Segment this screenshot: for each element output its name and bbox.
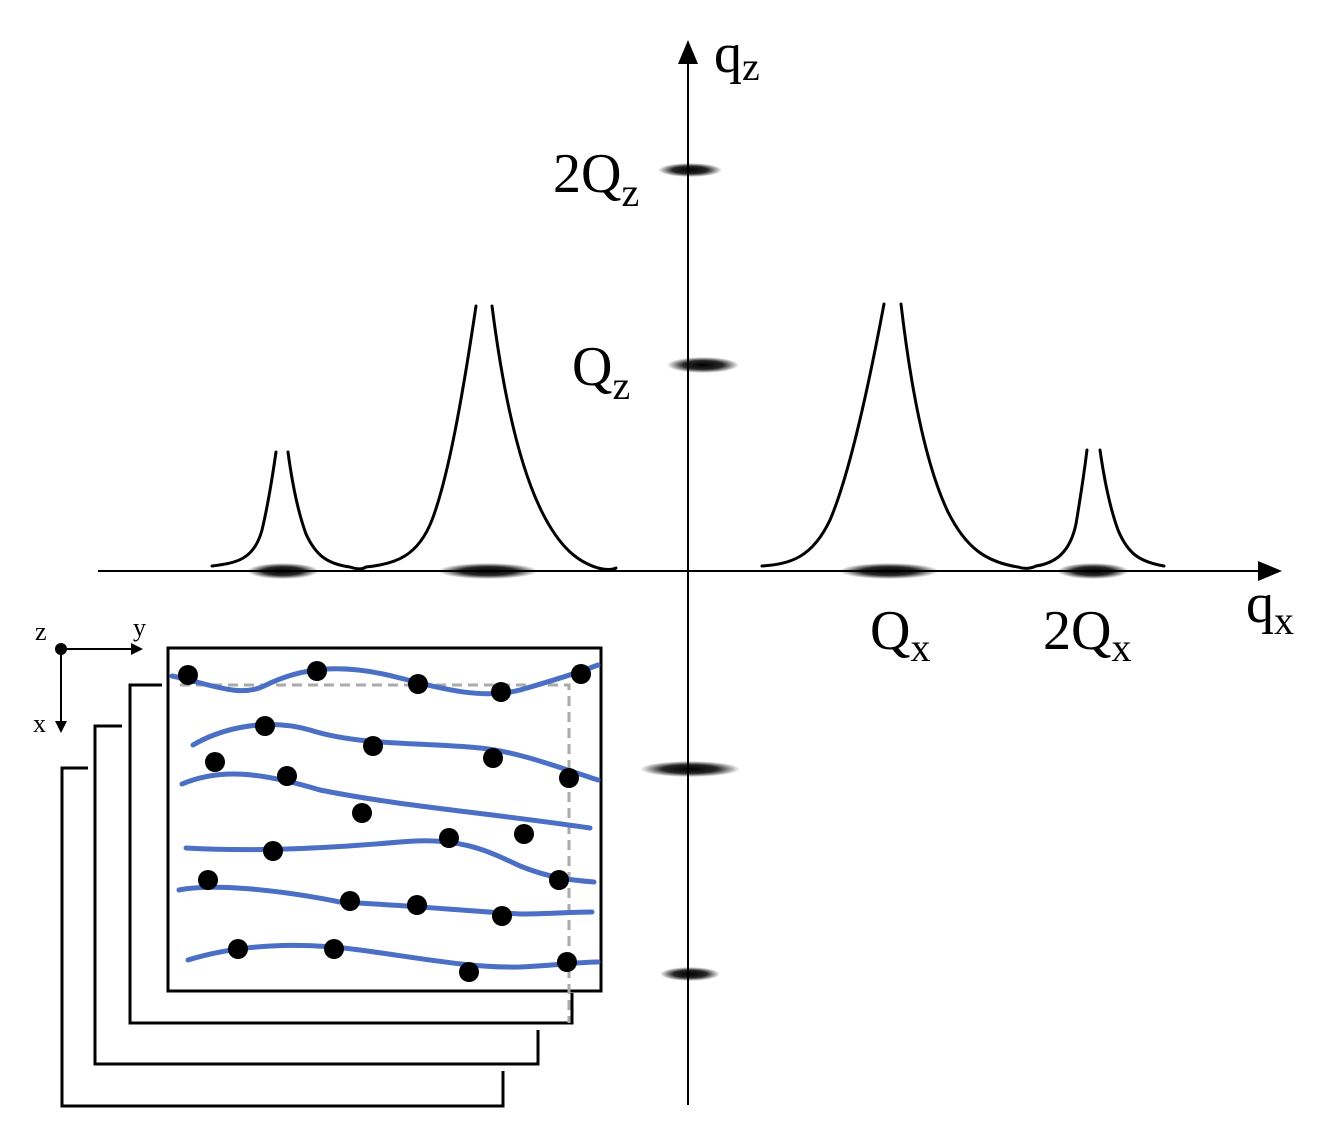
- molecule: [363, 736, 383, 756]
- bragg-spot-qx: [839, 563, 939, 579]
- molecule: [255, 716, 275, 736]
- molecule: [228, 939, 248, 959]
- molecule: [483, 748, 503, 768]
- molecule: [492, 906, 512, 926]
- bragg-spot-2qx: [1057, 563, 1129, 579]
- molecule: [263, 841, 283, 861]
- molecule: [307, 661, 327, 681]
- layer-frame-3: [93, 724, 540, 1066]
- bragg-spot-neg-2qx: [247, 563, 319, 579]
- 2qx-label: 2Qx: [1043, 600, 1131, 670]
- molecule: [277, 766, 297, 786]
- molecule: [557, 952, 577, 972]
- x-arrowhead: [55, 721, 67, 733]
- molecule: [205, 752, 225, 772]
- molecule: [459, 962, 479, 982]
- bragg-spot-2qz: [658, 163, 722, 177]
- inset-coordinate-axes: z y x: [33, 613, 146, 738]
- molecule: [439, 828, 459, 848]
- chain-line-5: [176, 884, 595, 917]
- molecule: [514, 824, 534, 844]
- chain-line-6: [185, 942, 601, 970]
- molecule: [198, 870, 218, 890]
- layer-frame-4: [60, 766, 505, 1108]
- layer-frame-front: [166, 646, 603, 993]
- chain-line-4: [183, 838, 597, 885]
- qz-arrowhead: [678, 40, 698, 64]
- molecule: [549, 870, 569, 890]
- molecule: [407, 895, 427, 915]
- inset-x-label: x: [33, 709, 46, 738]
- molecule: [571, 664, 591, 684]
- molecule: [178, 665, 198, 685]
- bragg-spot-qz: [667, 357, 739, 373]
- qx-axis-label: qx: [1246, 573, 1294, 643]
- qz-axis-label: qz: [714, 23, 760, 89]
- bragg-spot-neg-qz: [640, 761, 740, 777]
- qx-label: Qx: [870, 600, 930, 670]
- molecule: [491, 682, 511, 702]
- bragg-spot-neg-2qz: [660, 967, 720, 981]
- chain-line-2: [190, 722, 601, 783]
- molecule: [408, 674, 428, 694]
- qx-arrowhead: [1258, 561, 1282, 581]
- molecule: [352, 803, 372, 823]
- chain-line-1: [169, 662, 601, 697]
- chain-line-3: [179, 771, 593, 831]
- molecule: [324, 939, 344, 959]
- qz-label: Qz: [572, 336, 630, 408]
- y-arrowhead: [131, 643, 143, 655]
- layer-frame-2: [128, 683, 574, 1025]
- molecule: [340, 891, 360, 911]
- inset-z-label: z: [35, 617, 47, 646]
- 2qz-label: 2Qz: [553, 143, 639, 215]
- bragg-spot-neg-qx: [438, 563, 538, 579]
- dashed-guide: [180, 683, 571, 1023]
- peak-profile-left: [210, 304, 618, 571]
- inset-y-label: y: [133, 613, 146, 642]
- peak-profile-right: [760, 302, 1166, 570]
- molecule: [559, 768, 579, 788]
